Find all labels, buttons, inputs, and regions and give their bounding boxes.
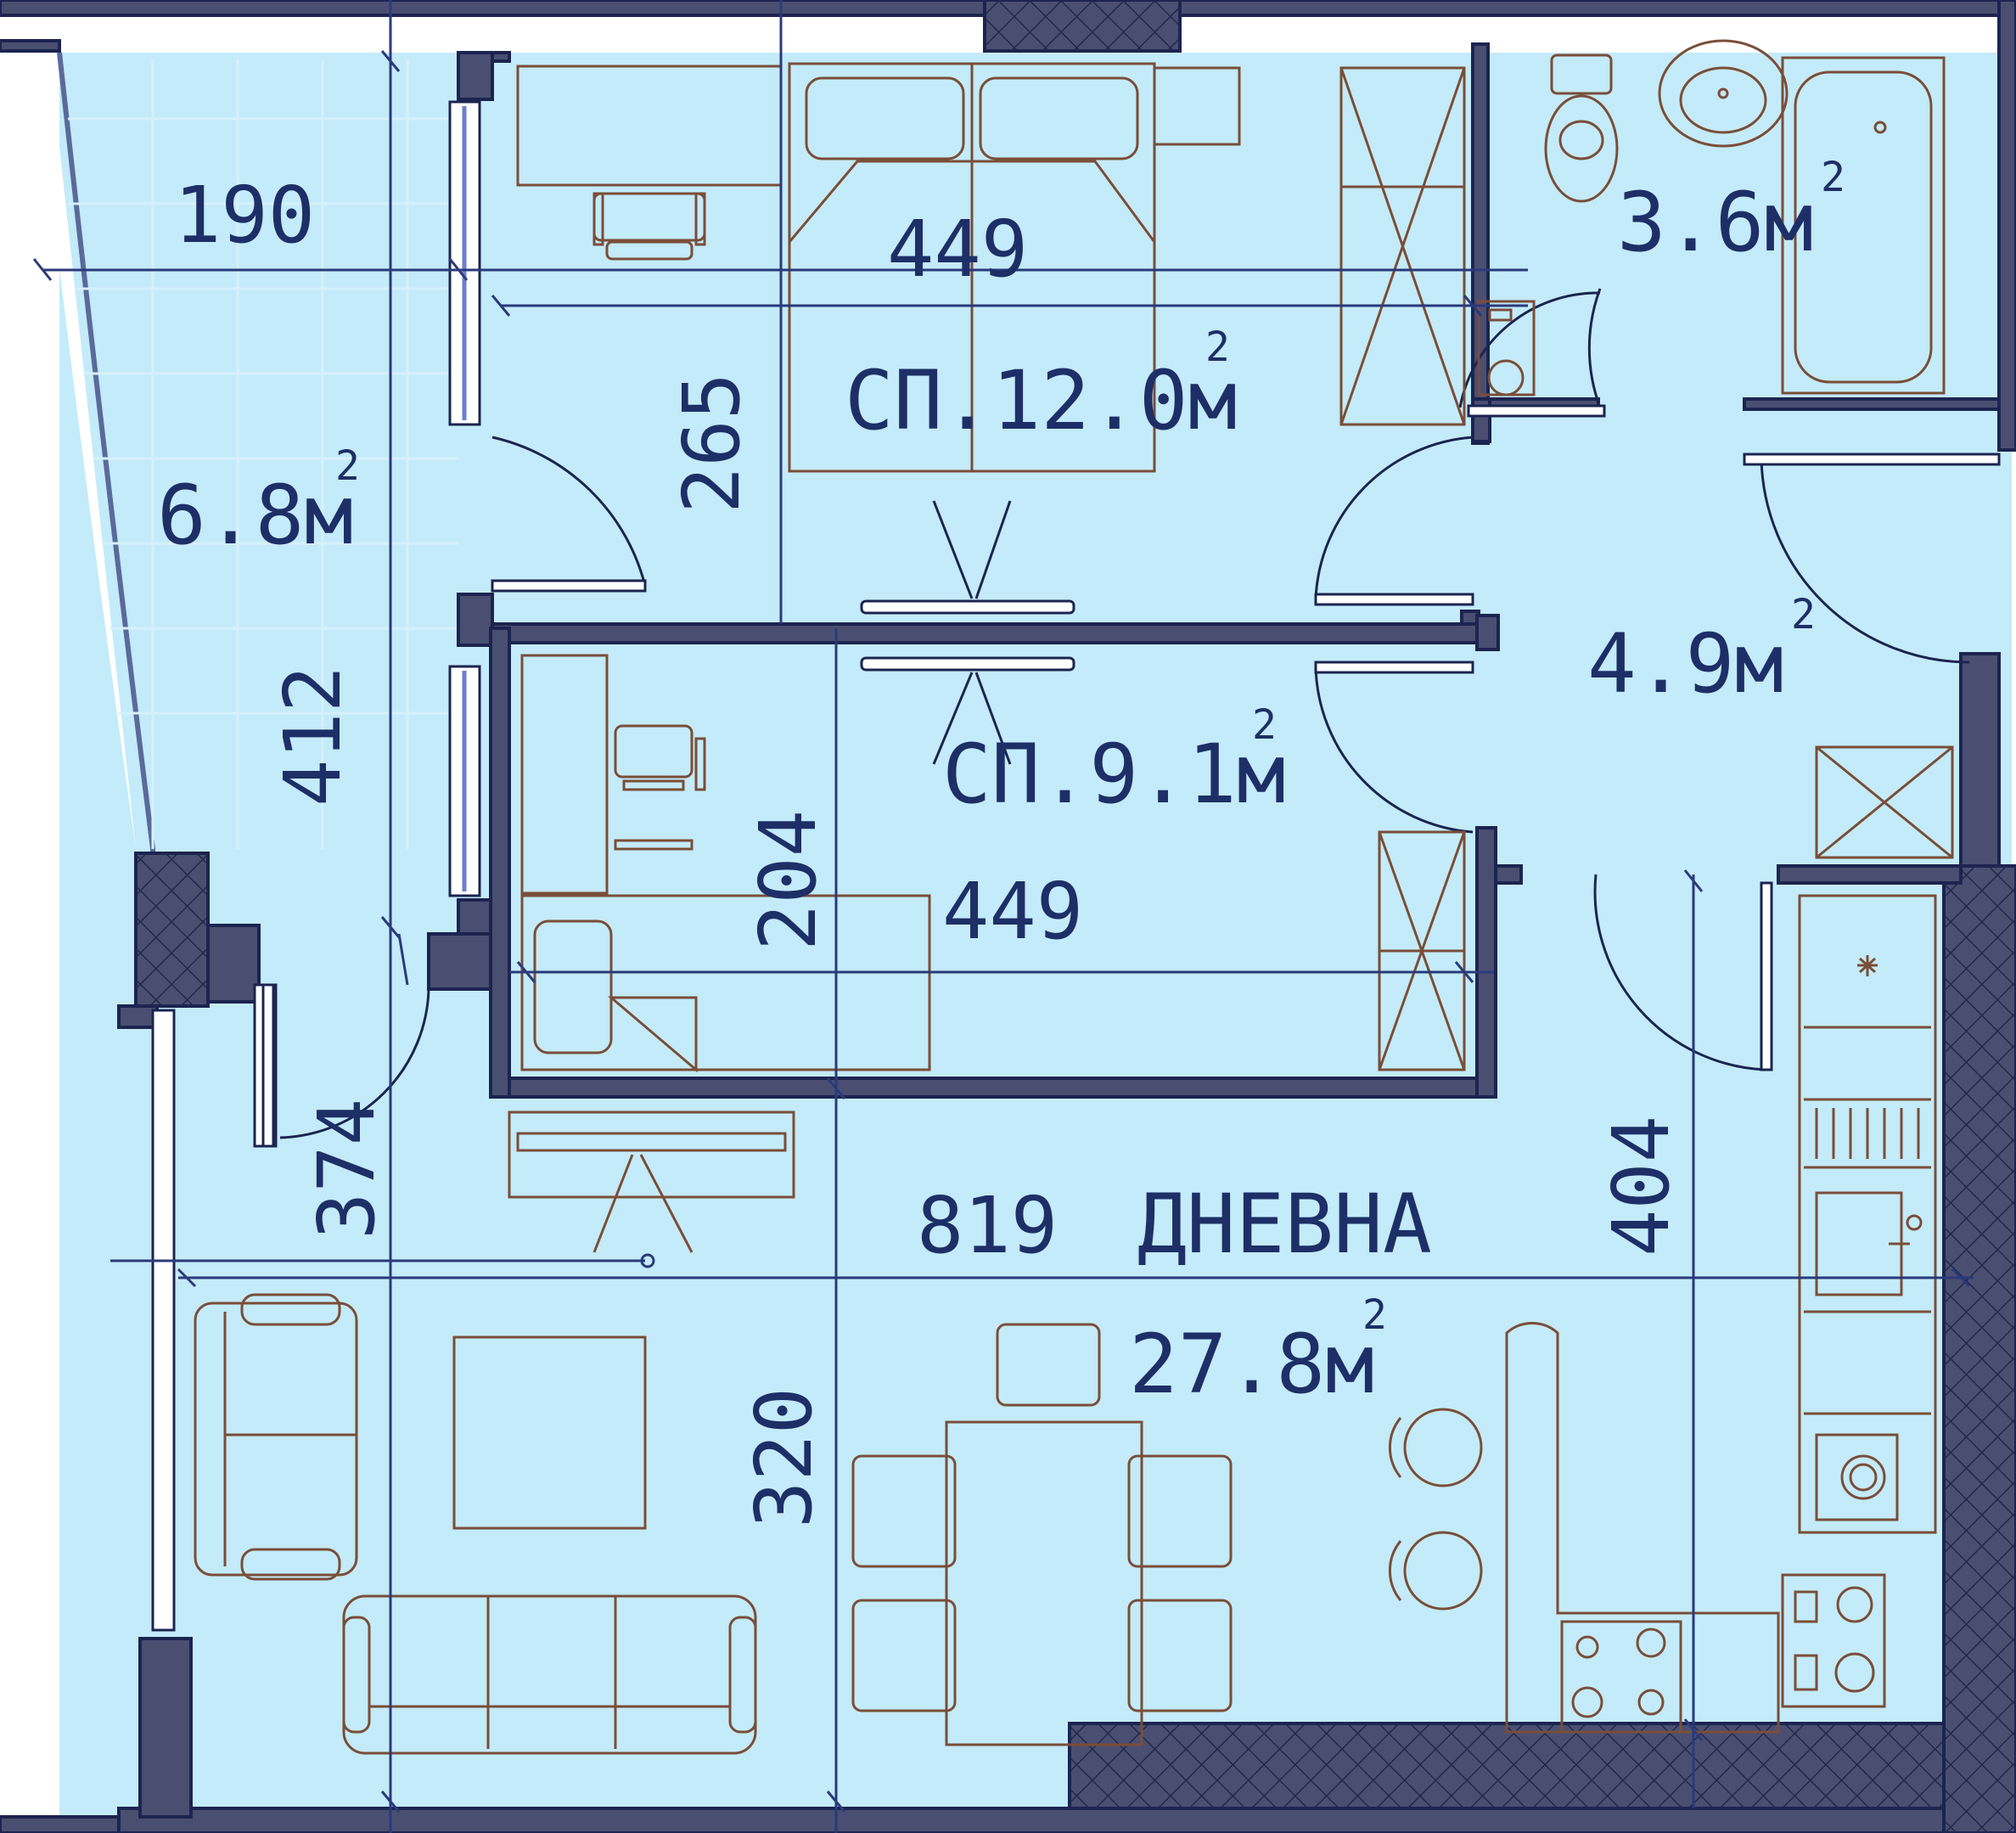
living-left-height-label: 374	[301, 1099, 392, 1240]
second-bedroom-sup: 2	[1252, 701, 1277, 749]
balcony-tiles	[68, 59, 458, 849]
kitchen-counter	[1798, 894, 1937, 1534]
second-bedroom-label: СП.9.1м	[942, 727, 1286, 822]
dimension-ticks	[32, 50, 1971, 1813]
wardrobes	[1339, 66, 1954, 1071]
balcony-area-label: 6.8м	[157, 468, 353, 563]
apartment-floor	[59, 53, 2012, 1833]
bed-second	[520, 654, 931, 1073]
second-bedroom-width-label: 449	[942, 866, 1083, 957]
living-width-label: 819	[917, 1180, 1058, 1271]
bed-main	[788, 62, 1241, 473]
armchair	[194, 1293, 358, 1581]
tv-stand	[508, 1110, 795, 1253]
toilet-icon	[1544, 53, 1619, 203]
living-mid-height-label: 320	[738, 1387, 829, 1528]
living-right-height-label: 404	[1596, 1116, 1687, 1257]
main-bedroom-height-label: 265	[666, 373, 757, 514]
bathroom-area-label: 3.6м	[1617, 175, 1813, 270]
balcony-height-label: 412	[267, 666, 358, 807]
stove-icon	[1560, 1620, 1682, 1734]
living-area-sup: 2	[1362, 1291, 1387, 1339]
labels: 190 6.8м 2 412 449 СП.12.0м 2 265 СП.9.1…	[157, 154, 1845, 1528]
main-bedroom-width-label: 449	[887, 204, 1028, 295]
fridge-icon	[1857, 955, 1878, 976]
bathroom-area-sup: 2	[1821, 154, 1845, 201]
coffee-table	[452, 1335, 647, 1530]
sliding-doors	[860, 500, 1075, 765]
dining-set	[851, 1323, 1233, 1746]
kitchen-sink-drainer	[1815, 1108, 1923, 1245]
sofa	[342, 1594, 757, 1755]
second-bedroom-height-label: 204	[743, 810, 834, 951]
dimension-lines	[42, 0, 1974, 1833]
washing-machine-icon	[1477, 300, 1536, 396]
doors	[261, 288, 2001, 1148]
main-bedroom-sup: 2	[1205, 323, 1230, 371]
cooktop	[1781, 1454, 1886, 1708]
balcony-width-label: 190	[174, 170, 315, 261]
hallway-area-label: 4.9м	[1587, 616, 1783, 711]
sink-icon	[1658, 39, 1789, 148]
kitchen-bar	[1389, 1322, 1780, 1734]
living-area-label: 27.8м	[1129, 1317, 1374, 1412]
bathroom-fixtures	[1781, 56, 1946, 395]
main-bedroom-label: СП.12.0м	[845, 353, 1237, 448]
balcony-area-sup: 2	[335, 442, 360, 490]
hallway-area-sup: 2	[1791, 591, 1816, 638]
living-room-label: ДНЕВНА	[1137, 1177, 1432, 1272]
